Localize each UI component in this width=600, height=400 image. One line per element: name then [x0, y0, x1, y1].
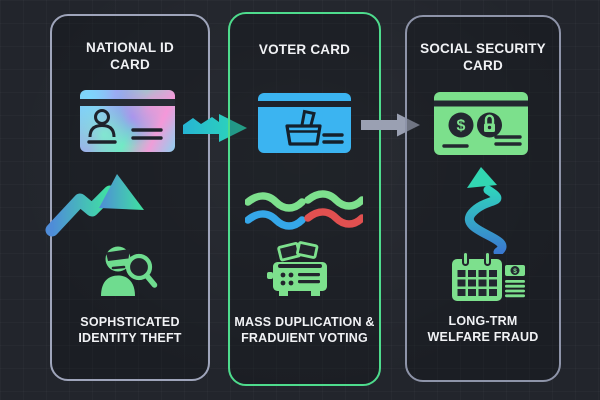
panel-caption: MASS DUPLICATION & FRADUIENT VOTING [234, 315, 375, 346]
double-waves-icon [245, 190, 363, 230]
dollar-glyph: $ [513, 268, 517, 275]
panel-social-security: SOCIAL SECURITY CARD $ [405, 15, 561, 382]
holographic-id-card-icon [80, 90, 175, 152]
panel-title: VOTER CARD [258, 42, 351, 57]
dollar-glyph: $ [457, 118, 466, 135]
panel-voter-card: VOTER CARD [228, 12, 381, 386]
ballot-box-card-icon [258, 93, 351, 153]
money-duplicator-icon [267, 241, 327, 296]
dollar-lock-card-icon: $ [434, 92, 528, 155]
calendar-money-icon: $ [452, 251, 525, 301]
panel-caption: LONG-TRM WELFARE FRAUD [427, 314, 539, 345]
winding-up-arrow-icon [464, 167, 507, 254]
panel-national-id: NATIONAL ID CARD [45, 14, 210, 381]
panel-title: SOCIAL SECURITY CARD [420, 41, 546, 73]
panel-caption: SOPHSTICATED IDENTITY THEFT [78, 315, 182, 346]
zigzag-trend-arrow-icon [45, 174, 144, 237]
spy-magnifier-icon [101, 246, 158, 296]
flow-arrow-id-to-voter-icon [183, 114, 247, 142]
panel-title: NATIONAL ID CARD [86, 40, 174, 72]
